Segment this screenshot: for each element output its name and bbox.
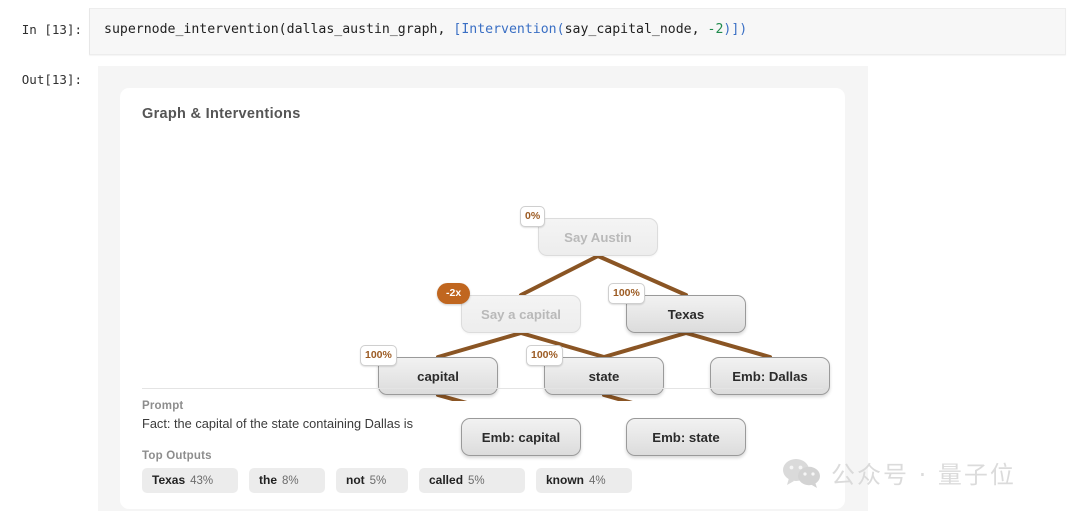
node-badge-capital: 100% [360, 345, 397, 366]
graph-node-label: state [588, 368, 620, 384]
cell-output-area: Graph & Interventions Say Austin 0% Say a … [98, 66, 868, 511]
code-token-value: -2 [707, 22, 724, 37]
top-output-percent: 5% [369, 475, 387, 487]
code-token-open-paren-2: ( [556, 22, 565, 37]
graph-node-label: Emb: Dallas [732, 368, 808, 384]
node-badge-texas: 100% [608, 283, 645, 304]
top-outputs-list: Texas 43% the 8% not 5% called 5% known 4% [142, 468, 632, 493]
prompt-text: Fact: the capital of the state containin… [142, 416, 414, 431]
watermark-text: 公众号 · 量子位 [831, 461, 1016, 489]
code-token-function: supernode_intervention [104, 22, 279, 37]
top-output-percent: 8% [282, 475, 299, 487]
top-output-token: called [429, 473, 464, 487]
graph-node-label: Emb: state [652, 429, 720, 445]
top-output-token: the [259, 473, 277, 487]
graph-edges [436, 254, 772, 401]
graph-edge-capital-to-emb-capital [436, 393, 468, 401]
code-token-close: )]) [723, 22, 748, 37]
top-output-chip[interactable]: called 5% [419, 468, 525, 493]
graph-edge-say-a-capital-to-state [519, 331, 606, 359]
code-token-class: Intervention [461, 22, 557, 37]
top-output-chip[interactable]: not 5% [336, 468, 408, 493]
visualization-title: Graph & Interventions [142, 106, 301, 122]
code-token-arg2: say_capital_node [564, 22, 692, 37]
top-output-chip[interactable]: known 4% [536, 468, 632, 493]
visualization-card: Graph & Interventions Say Austin 0% Say a … [120, 88, 845, 509]
watermark: 公众号 · 量子位 [782, 455, 1016, 490]
top-output-percent: 43% [190, 475, 214, 487]
graph-node-texas[interactable]: Texas [626, 295, 746, 333]
prompt-section-label: Prompt [142, 400, 184, 412]
code-input-cell[interactable]: supernode_intervention(dallas_austin_gra… [89, 8, 1066, 55]
node-badge-say-austin: 0% [520, 206, 546, 227]
graph-node-label: Say Austin [564, 229, 632, 245]
graph-edge-texas-to-state [602, 331, 688, 359]
graph-edge-state-to-emb-state [602, 393, 633, 401]
top-outputs-section-label: Top Outputs [142, 450, 212, 462]
output-prompt-label: Out[13]: [21, 72, 82, 87]
code-token-comma: , [437, 22, 454, 37]
code-line: supernode_intervention(dallas_austin_gra… [104, 22, 747, 37]
graph-node-say-austin[interactable]: Say Austin [538, 218, 658, 256]
top-output-percent: 5% [468, 475, 485, 487]
graph-edge-texas-to-emb-dallas [684, 331, 772, 359]
section-divider [142, 388, 823, 389]
graph-node-emb-capital[interactable]: Emb: capital [461, 418, 581, 456]
graph-node-emb-dallas[interactable]: Emb: Dallas [710, 357, 830, 395]
graph-node-label: Emb: capital [481, 429, 561, 445]
top-output-chip[interactable]: Texas 43% [142, 468, 238, 493]
graph-node-say-a-capital[interactable]: Say a capital [461, 295, 581, 333]
top-output-token: known [546, 473, 584, 487]
code-token-open-bracket: [ [453, 22, 462, 37]
top-output-chip[interactable]: the 8% [249, 468, 325, 493]
code-token-arg1: dallas_austin_graph [286, 22, 438, 37]
graph-node-label: Say a capital [481, 306, 561, 322]
code-token-comma-2: , [691, 22, 708, 37]
code-token-open-paren: ( [278, 22, 287, 37]
node-badge-state: 100% [526, 345, 563, 366]
graph-edge-say-a-capital-to-capital [436, 331, 523, 359]
graph-node-label: capital [417, 368, 459, 384]
graph-node-emb-state[interactable]: Emb: state [626, 418, 746, 456]
top-output-percent: 4% [589, 475, 606, 487]
top-output-token: Texas [152, 473, 186, 487]
graph-node-label: Texas [667, 306, 705, 322]
graph-edge-say-austin-to-texas [596, 254, 688, 297]
graph-edge-say-austin-to-say-a-capital [519, 254, 600, 297]
wechat-icon [783, 458, 820, 488]
input-prompt-label: In [13]: [21, 22, 82, 37]
intervention-pill-say-a-capital: -2x [437, 283, 471, 304]
top-output-token: not [346, 473, 365, 487]
